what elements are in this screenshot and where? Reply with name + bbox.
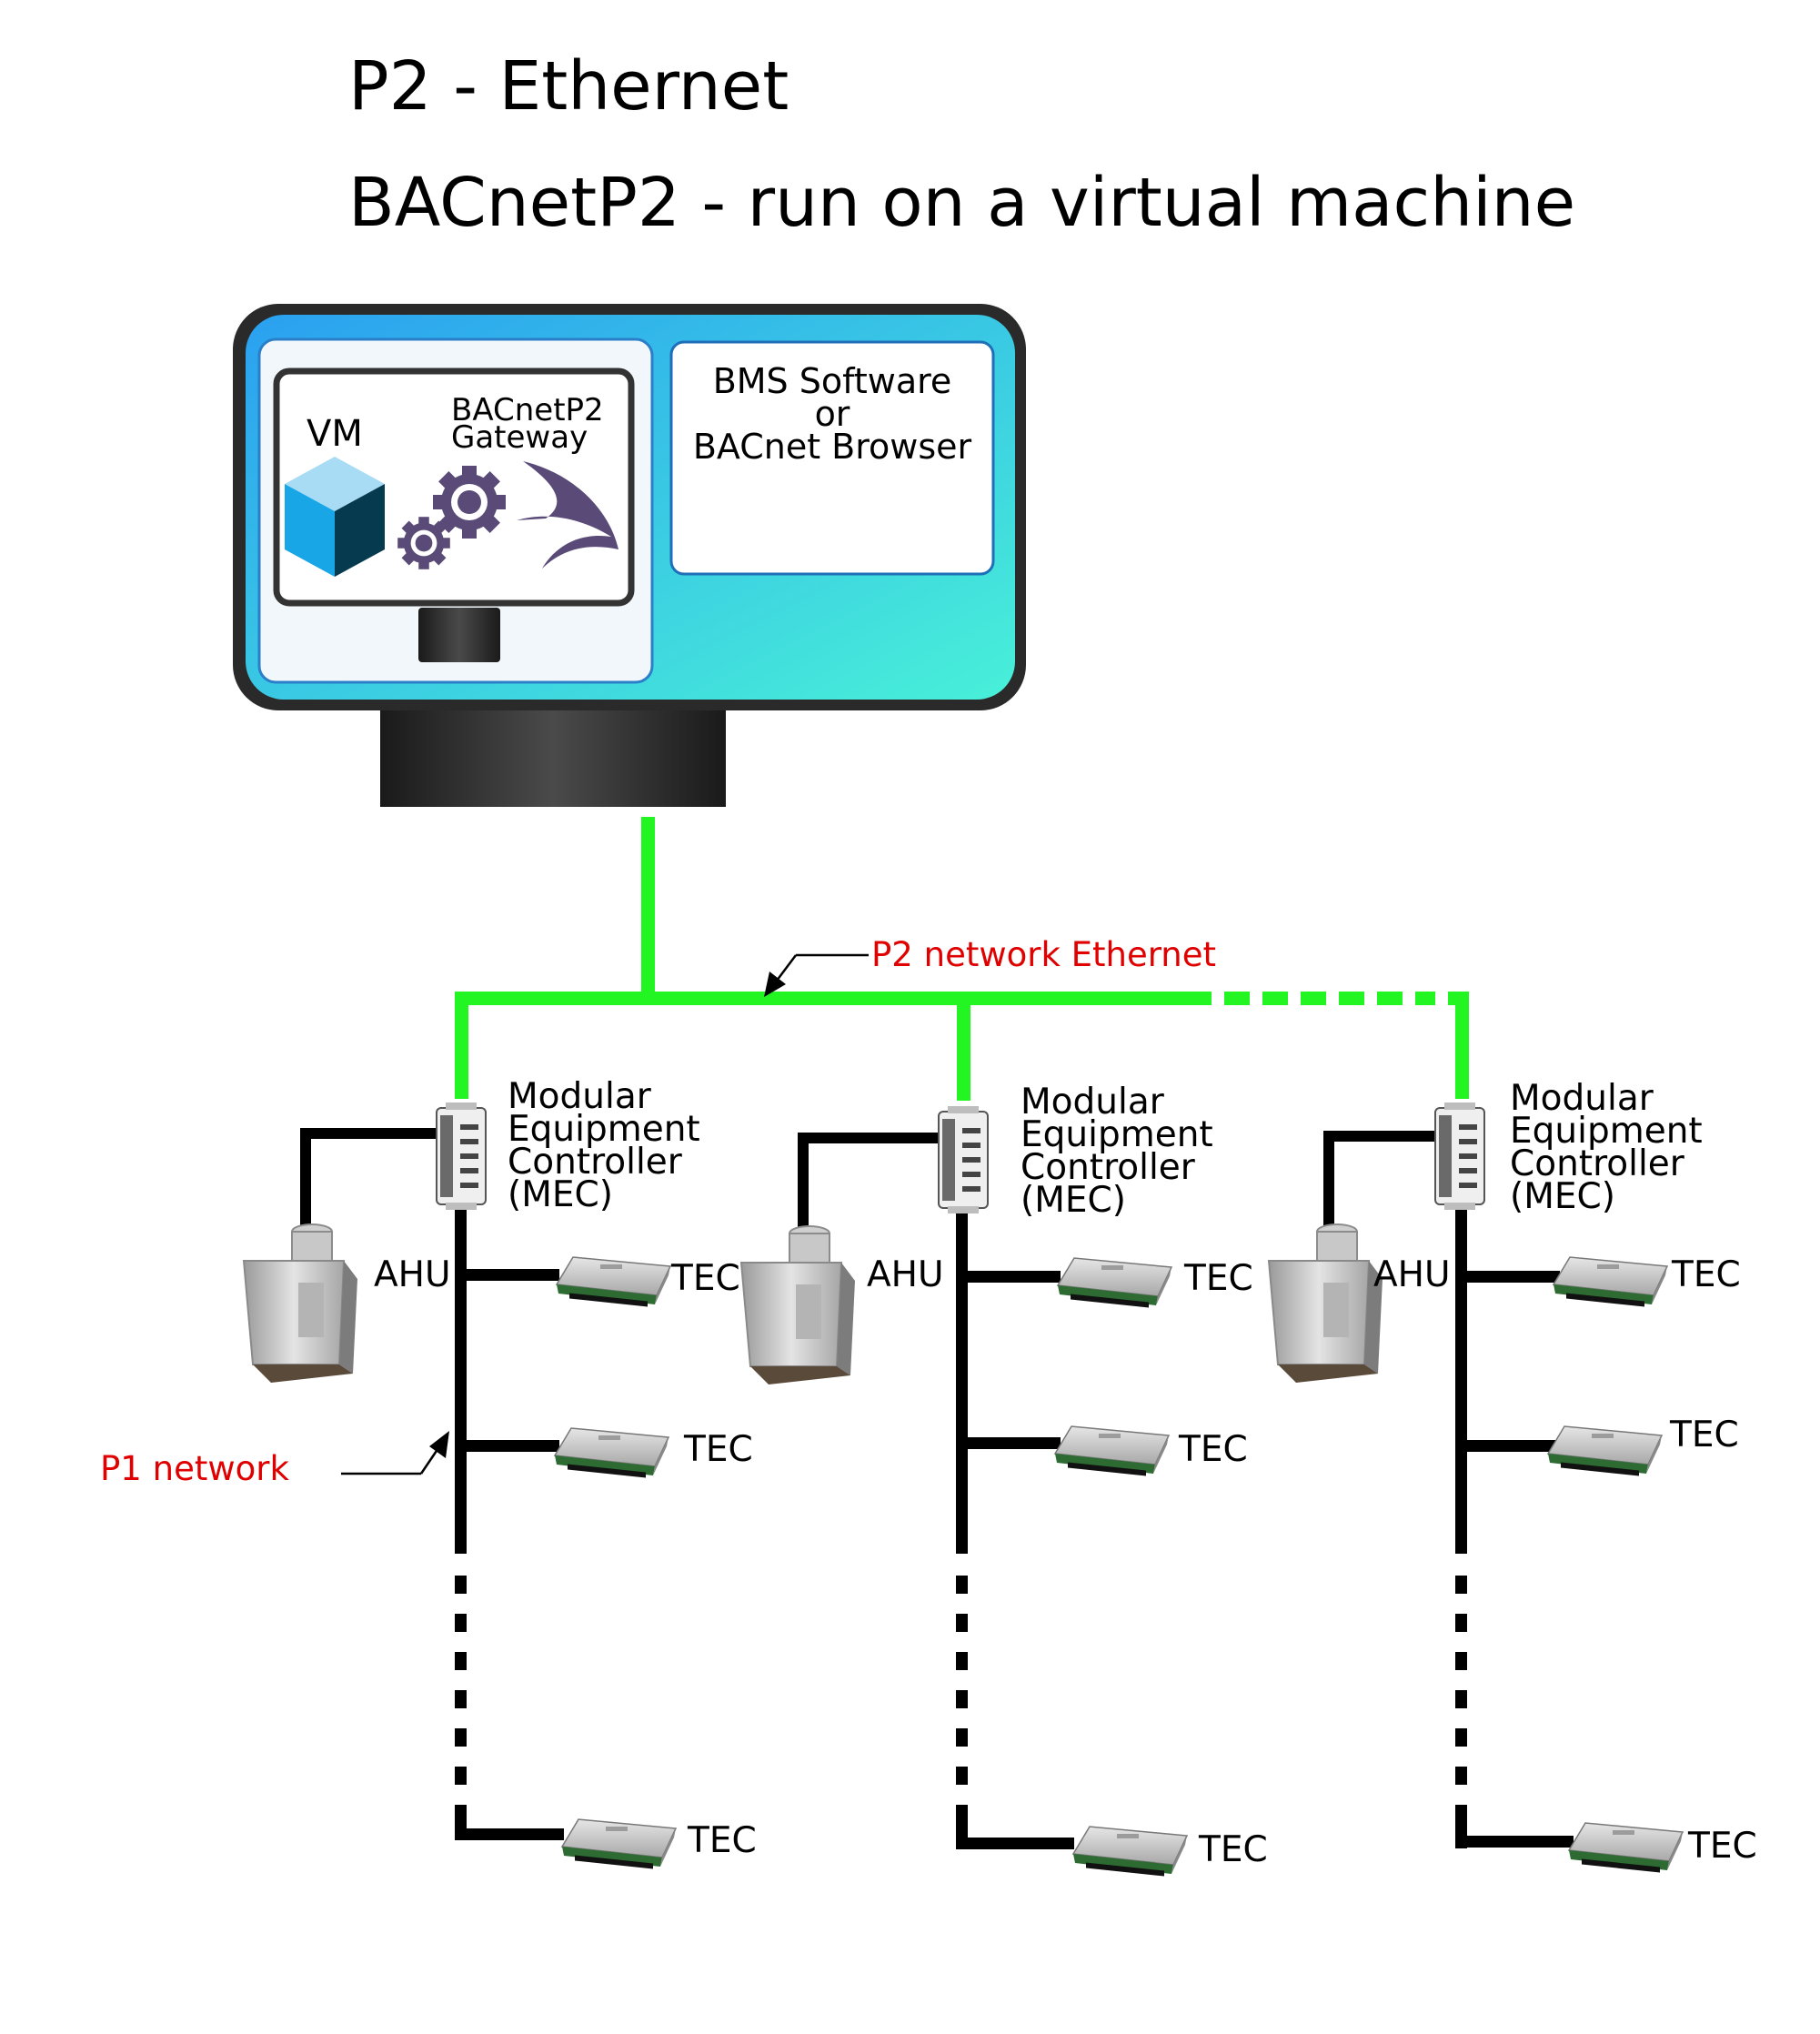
gear-small-icon xyxy=(397,517,450,569)
bms-panel: BMS Software or BACnet Browser xyxy=(669,340,995,576)
tec-1b-label: TEC xyxy=(683,1429,753,1470)
vm-cube-icon xyxy=(285,457,385,577)
tec-3a-label: TEC xyxy=(1671,1254,1741,1295)
swift-logo-icon xyxy=(517,461,618,569)
branch-1: Modular Equipment Controller (MEC) AHU T… xyxy=(243,1076,757,1870)
mec-2-line-3: Controller xyxy=(1021,1147,1196,1188)
arrow-icon xyxy=(764,972,786,997)
ahu-device-1 xyxy=(243,1223,358,1384)
tec-device-2a xyxy=(1057,1257,1172,1309)
tec-device-3a xyxy=(1553,1256,1668,1308)
tec-device-3b xyxy=(1547,1425,1663,1477)
inner-monitor-stand xyxy=(418,608,500,662)
gateway-label-line-2: Gateway xyxy=(451,419,588,456)
p2-ethernet-lines xyxy=(455,817,1469,1101)
tec-3b-label: TEC xyxy=(1669,1415,1739,1455)
mec-2-line-4: (MEC) xyxy=(1021,1180,1126,1221)
tec-device-2b xyxy=(1054,1425,1170,1477)
mec-device-1 xyxy=(436,1102,487,1211)
ahu-3-label: AHU xyxy=(1373,1254,1451,1295)
bms-text-line-2: or xyxy=(815,394,850,434)
bms-text-line-1: BMS Software xyxy=(713,361,952,401)
monitor-stand xyxy=(380,710,726,807)
branch-2: Modular Equipment Controller (MEC) AHU T… xyxy=(740,1082,1268,1878)
p1-annotation: P1 network xyxy=(100,1431,449,1488)
ahu-device-2 xyxy=(740,1225,856,1385)
tec-device-1c xyxy=(561,1818,677,1870)
p1-lines-3 xyxy=(1323,1131,1574,1848)
tec-device-1a xyxy=(556,1256,671,1308)
mec-3-line-1: Modular xyxy=(1510,1078,1654,1119)
mec-3-line-4: (MEC) xyxy=(1510,1176,1615,1217)
mec-1-line-2: Equipment xyxy=(508,1109,700,1150)
p1-lines-2 xyxy=(798,1133,1074,1849)
mec-device-3 xyxy=(1434,1102,1485,1211)
tec-device-1b xyxy=(554,1427,669,1479)
tec-3c-label: TEC xyxy=(1687,1826,1757,1867)
p1-network-label: P1 network xyxy=(100,1449,289,1488)
arrow-icon xyxy=(429,1431,449,1458)
ahu-1-label: AHU xyxy=(374,1254,451,1295)
p2-annotation: P2 network Ethernet xyxy=(764,935,1216,997)
mec-2-line-1: Modular xyxy=(1021,1082,1165,1123)
tec-device-2c xyxy=(1072,1826,1188,1878)
vm-label: VM xyxy=(307,413,363,455)
tec-2c-label: TEC xyxy=(1198,1829,1268,1870)
mec-1-line-4: (MEC) xyxy=(508,1174,613,1215)
gateway-label-line-1: BACnetP2 xyxy=(451,392,604,428)
mec-3-line-3: Controller xyxy=(1510,1143,1685,1184)
mec-device-2 xyxy=(938,1105,989,1214)
mec-3-line-2: Equipment xyxy=(1510,1111,1703,1152)
tec-device-3c xyxy=(1568,1822,1684,1874)
p1-lines-1 xyxy=(300,1128,564,1840)
ahu-device-3 xyxy=(1268,1223,1383,1384)
tec-1a-label: TEC xyxy=(670,1258,740,1299)
mec-2-line-2: Equipment xyxy=(1021,1114,1213,1155)
branch-3: Modular Equipment Controller (MEC) AHU T… xyxy=(1268,1078,1757,1874)
bms-text-line-3: BACnet Browser xyxy=(693,427,972,467)
tec-2a-label: TEC xyxy=(1183,1258,1253,1299)
title-line-2: BACnetP2 - run on a virtual machine xyxy=(348,164,1575,242)
tec-1c-label: TEC xyxy=(687,1820,757,1861)
p2-network-label: P2 network Ethernet xyxy=(871,935,1216,974)
title-line-1: P2 - Ethernet xyxy=(348,47,789,126)
ahu-2-label: AHU xyxy=(867,1254,944,1295)
mec-1-line-1: Modular xyxy=(508,1076,652,1117)
tec-2b-label: TEC xyxy=(1178,1429,1248,1470)
mec-1-line-3: Controller xyxy=(508,1142,683,1183)
